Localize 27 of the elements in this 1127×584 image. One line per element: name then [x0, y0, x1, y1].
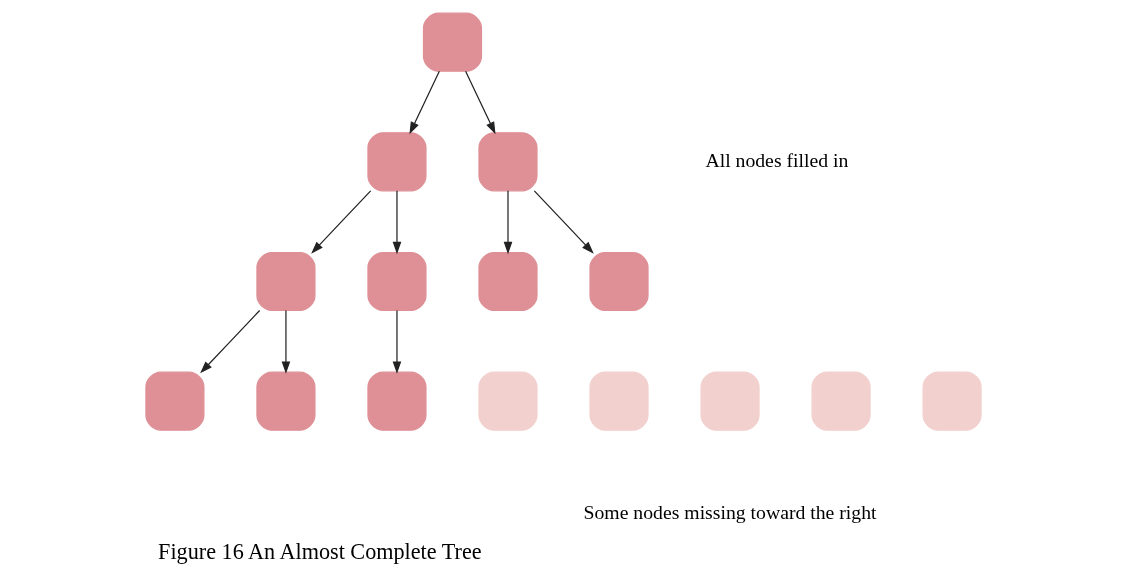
node-box	[478, 251, 538, 312]
node-box	[589, 371, 649, 431]
node-box	[422, 12, 483, 72]
arrow	[392, 309, 402, 374]
arrow	[533, 190, 594, 254]
node-box	[256, 371, 316, 431]
arrow	[503, 190, 513, 255]
node-box	[256, 251, 316, 312]
node-box	[589, 251, 649, 312]
node-box	[367, 371, 427, 431]
node-box	[367, 251, 427, 312]
label: All nodes filled in	[705, 148, 849, 171]
arrow	[281, 309, 291, 374]
node-box	[700, 371, 760, 431]
arrow	[311, 190, 372, 254]
arrow	[409, 70, 440, 135]
node-box	[145, 371, 205, 431]
arrow	[465, 70, 496, 135]
node-box	[922, 371, 982, 431]
node-box	[811, 371, 871, 431]
arrow	[392, 190, 402, 255]
node-box	[478, 132, 538, 192]
label: Some nodes missing toward the right	[583, 500, 877, 523]
caption: Figure 16 An Almost Complete Tree	[158, 538, 482, 564]
node-box	[478, 371, 538, 431]
node-box	[367, 132, 427, 192]
arrow	[200, 309, 261, 374]
